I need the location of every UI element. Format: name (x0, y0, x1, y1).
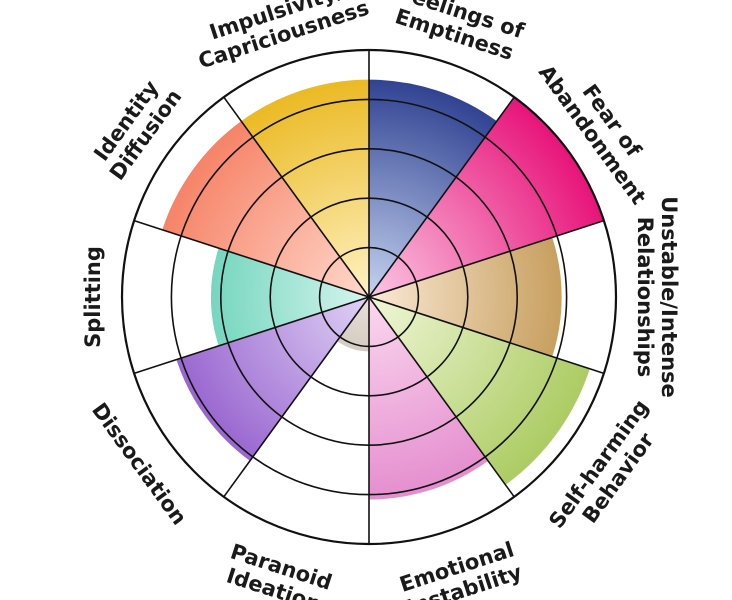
spoke-3 (368, 296, 605, 375)
wedge-dissociation (176, 297, 369, 461)
label-unstable-intense-relationships-line-2: Relationships (633, 217, 657, 378)
spoke-2 (368, 219, 605, 298)
spoke-9 (223, 96, 370, 298)
wedge-identity-diffusion (162, 121, 369, 297)
chart-spokes (133, 50, 605, 544)
spoke-7 (133, 296, 370, 375)
wedge-fear-of-abandonment (369, 97, 604, 297)
label-dissociation-line-1: Dissociation (87, 398, 191, 529)
wedge-splitting (210, 248, 369, 346)
wedge-impulsivity-capriciousness (241, 79, 369, 297)
wedge-feelings-of-emptiness (369, 79, 497, 297)
spoke-8 (133, 219, 370, 298)
wedge-emotional-instability (369, 297, 489, 500)
spoke-1 (368, 96, 515, 298)
wedge-self-harming-behavior (369, 297, 590, 485)
chart-wedges (162, 79, 604, 500)
wedge-center (337, 297, 369, 352)
spoke-4 (368, 296, 515, 498)
spoke-6 (223, 296, 370, 498)
label-unstable-intense-relationships-line-1: Unstable/Intense (657, 196, 681, 398)
label-splitting-line-1: Splitting (81, 246, 105, 348)
